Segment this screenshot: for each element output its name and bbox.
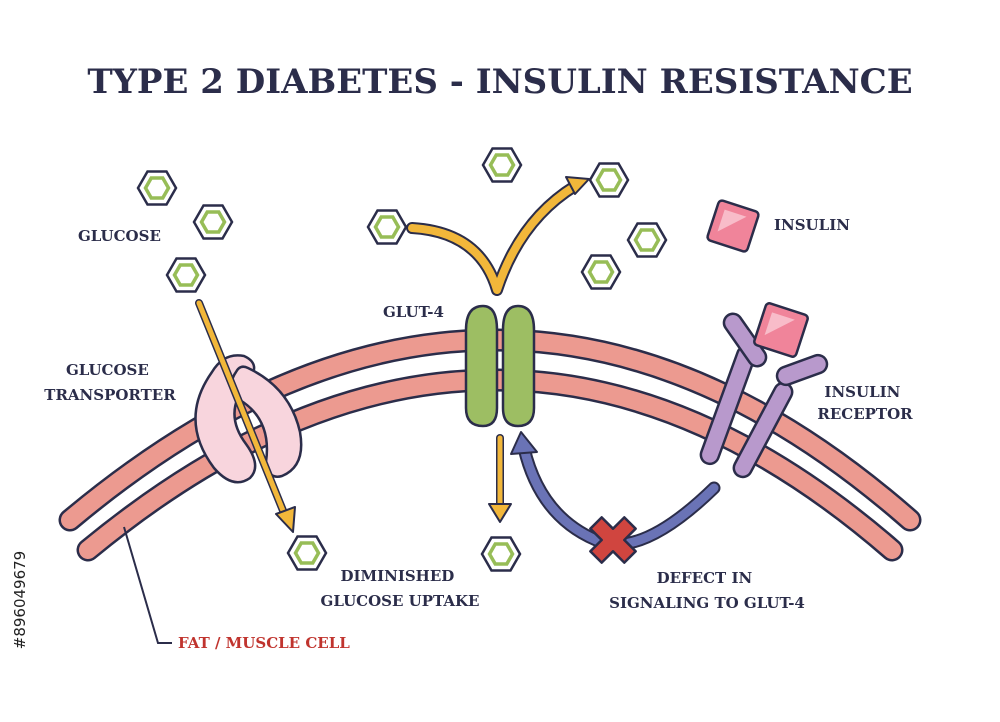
glucose-hexagon-icon xyxy=(626,221,668,259)
insulin-crystal-icon xyxy=(706,199,760,253)
glucose-hexagon-icon xyxy=(286,534,328,572)
glut4-down-arrow xyxy=(488,434,512,523)
diminished-uptake-label-line-2: GLUCOSE UPTAKE xyxy=(321,592,480,610)
glucose-transporter xyxy=(194,354,303,484)
insulin-receptor-label-line-1: INSULIN xyxy=(824,383,900,401)
glucose-hexagon-icon xyxy=(588,161,630,199)
defect-label: DEFECT IN SIGNALING TO GLUT-4 xyxy=(609,569,805,612)
defect-label-line-1: DEFECT IN xyxy=(657,569,753,587)
insulin-receptor-label: INSULIN RECEPTOR xyxy=(817,383,913,423)
insulin-receptor-label-line-2: RECEPTOR xyxy=(817,405,913,423)
glucose-hexagon-icon xyxy=(165,256,207,294)
diminished-uptake-label: DIMINISHED GLUCOSE UPTAKE xyxy=(321,567,480,610)
diminished-uptake-label-line-1: DIMINISHED xyxy=(340,567,454,585)
page-title: TYPE 2 DIABETES - INSULIN RESISTANCE xyxy=(87,62,912,102)
glucose-hexagon-icon xyxy=(480,535,522,573)
glucose-hexagon-icon xyxy=(136,169,178,207)
glut4-label: GLUT-4 xyxy=(383,303,444,321)
cell-label: FAT / MUSCLE CELL xyxy=(178,634,350,652)
glucose-entry-arrow xyxy=(195,299,296,533)
insulin-receptor xyxy=(699,312,829,479)
defect-label-line-2: SIGNALING TO GLUT-4 xyxy=(609,594,805,612)
signaling-arrow xyxy=(510,431,721,551)
defect-x-icon xyxy=(589,516,637,564)
insulin-label: INSULIN xyxy=(774,216,850,234)
glucose-hexagon-icon xyxy=(366,208,408,246)
glucose-hexagon-icon xyxy=(192,203,234,241)
cell-pointer-line xyxy=(123,526,172,644)
glut4-channel xyxy=(464,304,536,428)
glucose-label: GLUCOSE xyxy=(78,227,161,245)
glucose-transporter-label-line-2: TRANSPORTER xyxy=(44,386,176,404)
insulin-crystal-icon xyxy=(753,302,809,358)
glucose-deflect-arrow xyxy=(406,176,590,296)
glucose-transporter-label-line-1: GLUCOSE xyxy=(66,361,149,379)
glucose-transporter-label: GLUCOSE TRANSPORTER xyxy=(44,361,176,404)
glucose-hexagon-icon xyxy=(580,253,622,291)
glucose-hexagon-icon xyxy=(481,146,523,184)
stock-id: #896049679 xyxy=(11,551,29,649)
